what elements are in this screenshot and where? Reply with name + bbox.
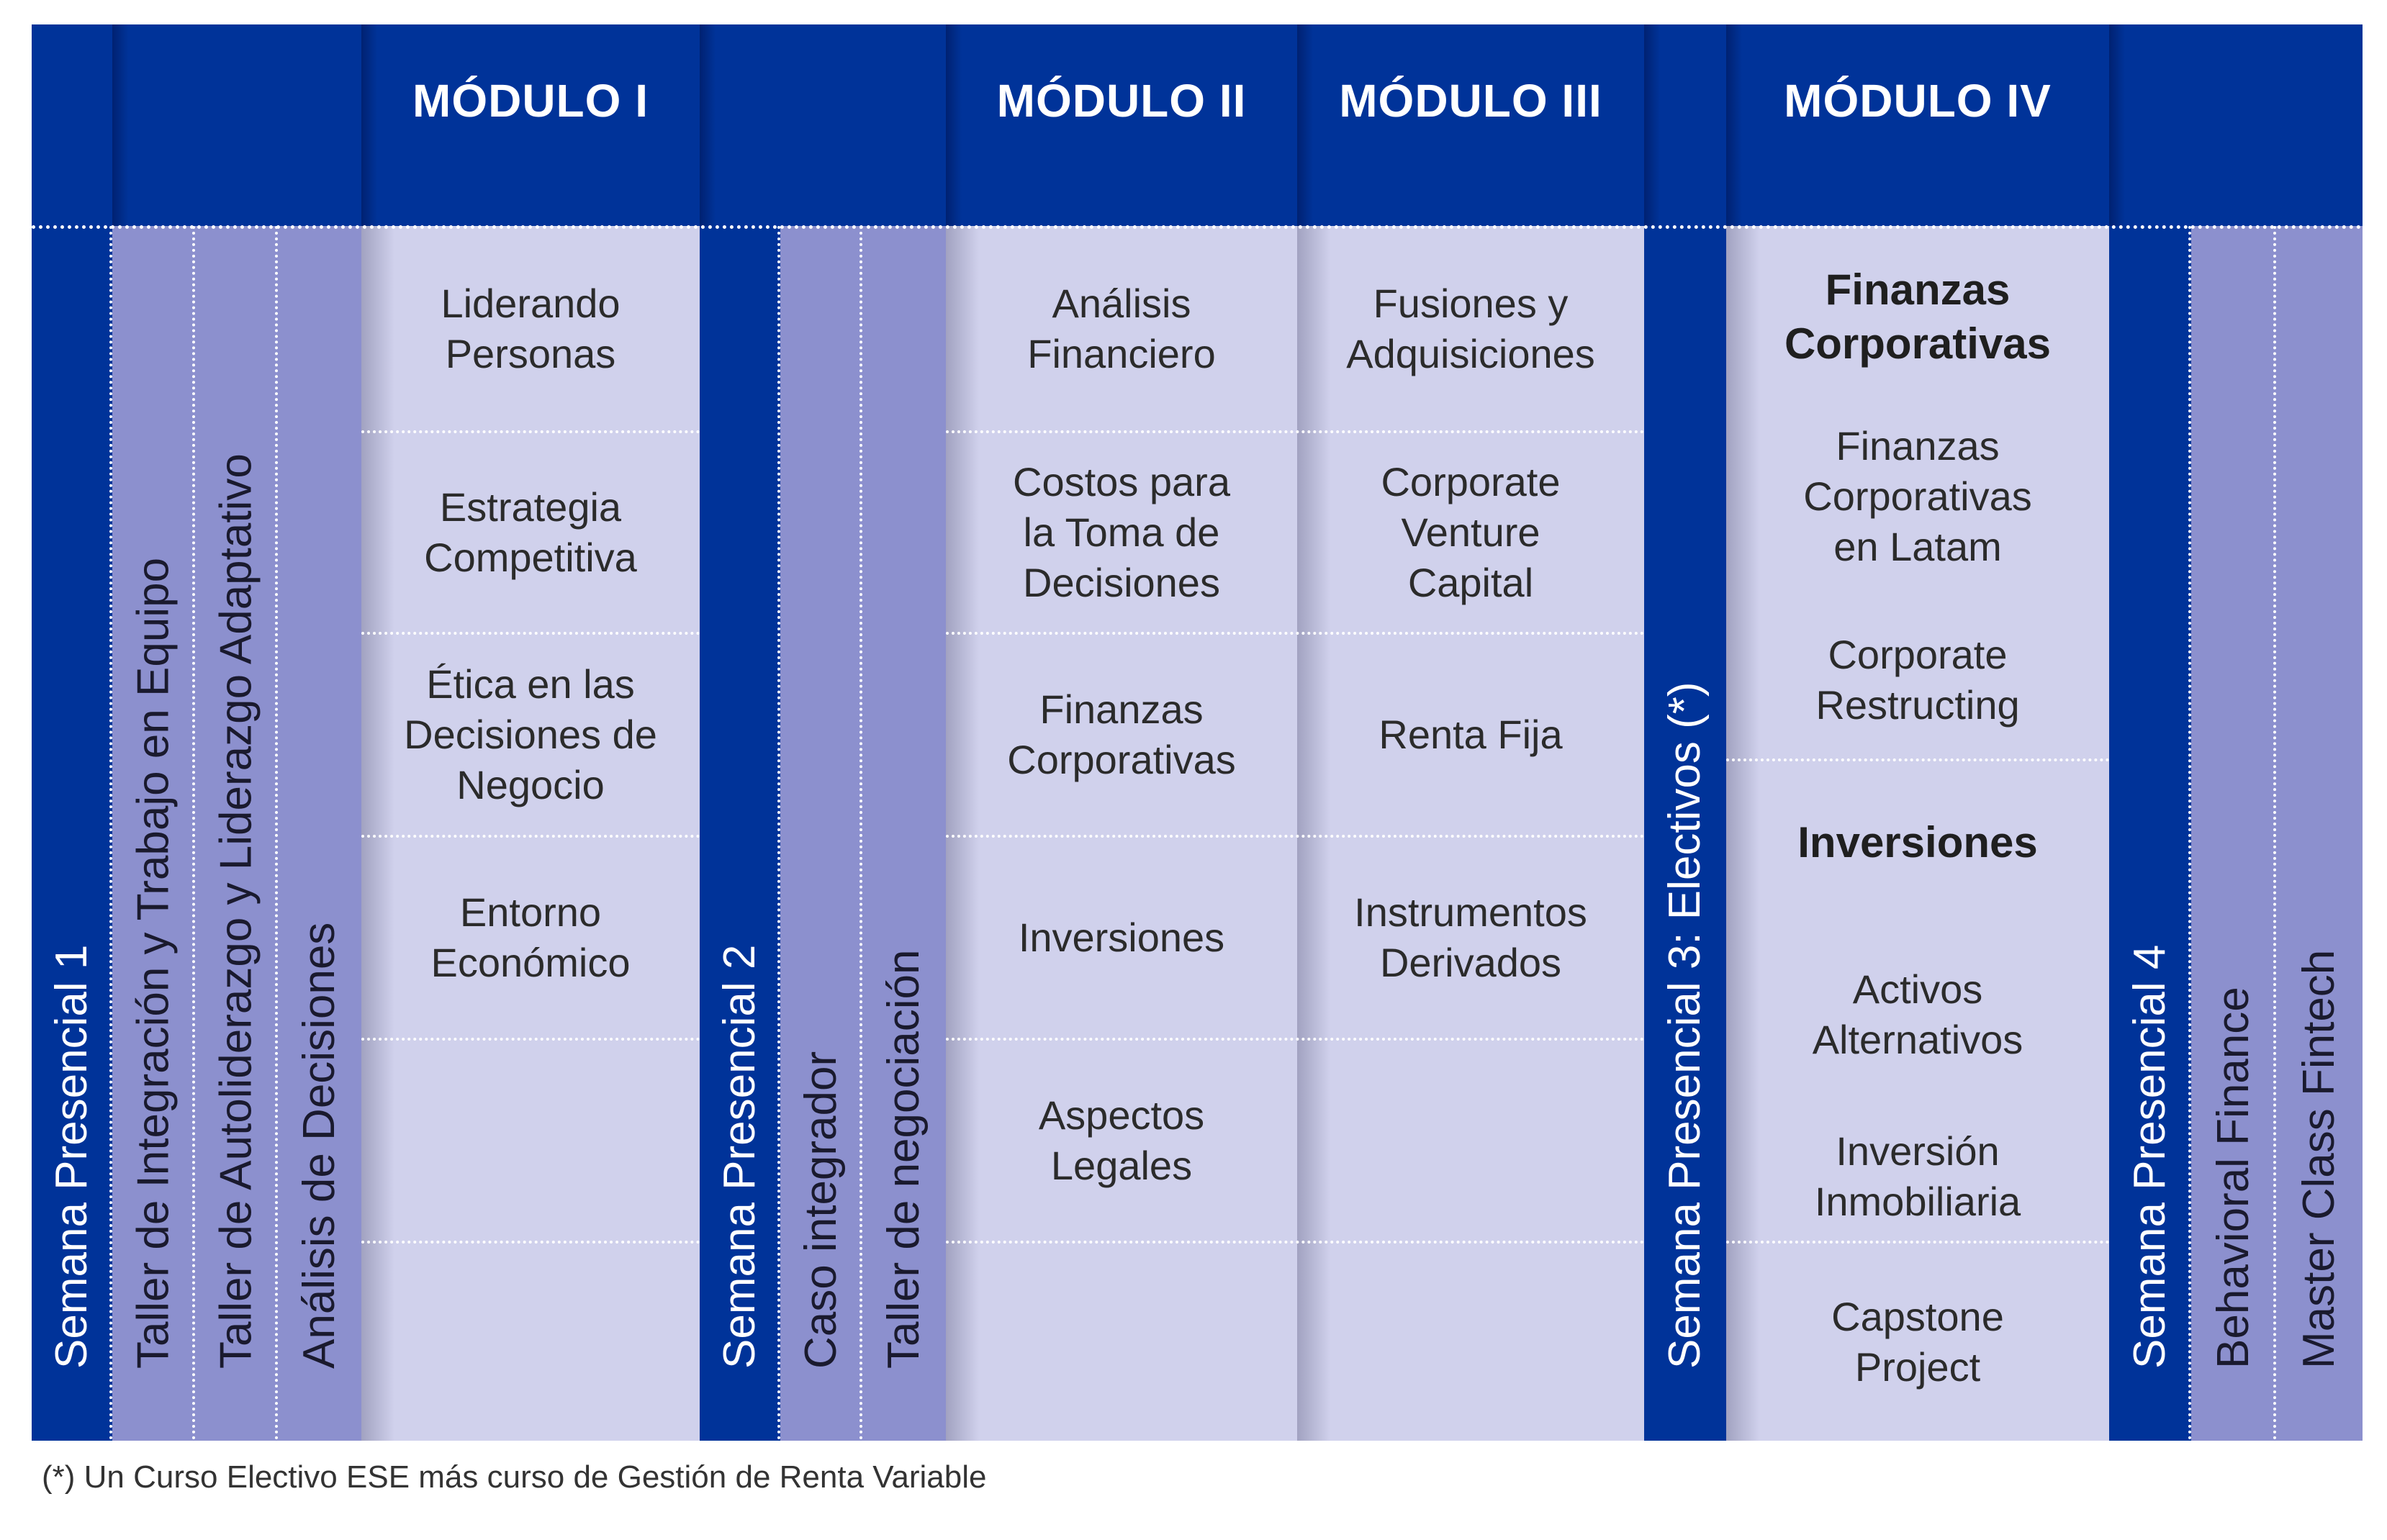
column-caso-integrador: Caso integrador — [780, 24, 862, 1441]
row-divider — [946, 1038, 1644, 1041]
row-divider — [361, 430, 700, 433]
column-taller-negociacion: Taller de negociación — [862, 24, 946, 1441]
row-divider — [361, 835, 700, 838]
column-modulo-1 — [361, 24, 700, 1441]
course-renta-fija: Renta Fija — [1378, 712, 1563, 757]
row-divider — [946, 632, 1644, 635]
row-divider — [946, 1241, 1644, 1244]
column-taller-integracion: Taller de Integración y Trabajo en Equip… — [112, 24, 195, 1441]
label-caso-integrador: Caso integrador — [796, 1051, 846, 1369]
label-semana-presencial-3: Semana Presencial 3: Electivos (*) — [1660, 681, 1710, 1369]
row-divider — [361, 1038, 700, 1041]
header-modulo-4: MÓDULO IV — [1784, 75, 2052, 127]
column-analisis-decisiones: Análisis de Decisiones — [278, 24, 361, 1441]
column-modulo-4 — [1726, 24, 2109, 1441]
footnote: (*) Un Curso Electivo ESE más curso de G… — [42, 1459, 987, 1495]
group-inversiones: Inversiones — [1797, 817, 2038, 866]
column-semana-1: Semana Presencial 1 — [32, 24, 112, 1441]
label-taller-integracion: Taller de Integración y Trabajo en Equip… — [128, 557, 179, 1369]
label-semana-presencial-4: Semana Presencial 4 — [2125, 944, 2175, 1369]
header-modulo-2: MÓDULO II — [996, 75, 1247, 127]
row-divider — [1726, 1241, 2109, 1244]
row-divider — [946, 430, 1644, 433]
header-modulo-3: MÓDULO III — [1339, 75, 1602, 127]
label-semana-presencial-2: Semana Presencial 2 — [715, 944, 764, 1369]
row-divider — [1726, 758, 2109, 761]
row-divider — [946, 835, 1644, 838]
row-divider — [361, 632, 700, 635]
label-behavioral-finance: Behavioral Finance — [2208, 987, 2258, 1369]
label-taller-autoliderazgo: Taller de Autoliderazgo y Liderazgo Adap… — [211, 453, 261, 1369]
column-semana-4: Semana Presencial 4 — [2109, 24, 2191, 1441]
column-behavioral-finance: Behavioral Finance — [2191, 24, 2276, 1441]
label-semana-presencial-1: Semana Presencial 1 — [47, 944, 96, 1369]
label-analisis-decisiones: Análisis de Decisiones — [294, 922, 344, 1369]
header-modulo-1: MÓDULO I — [412, 75, 649, 127]
column-semana-2: Semana Presencial 2 — [700, 24, 780, 1441]
column-semana-3: Semana Presencial 3: Electivos (*) — [1644, 24, 1726, 1441]
column-modulo-2 — [946, 24, 1297, 1441]
row-divider — [361, 1241, 700, 1244]
column-modulo-3 — [1297, 24, 1644, 1441]
label-master-class-fintech: Master Class Fintech — [2294, 949, 2344, 1369]
course-inversiones: Inversiones — [1018, 915, 1225, 960]
header-separator — [32, 225, 2363, 229]
column-taller-autoliderazgo: Taller de Autoliderazgo y Liderazgo Adap… — [195, 24, 278, 1441]
label-taller-negociacion: Taller de negociación — [879, 949, 929, 1369]
column-master-class: Master Class Fintech — [2276, 24, 2363, 1441]
